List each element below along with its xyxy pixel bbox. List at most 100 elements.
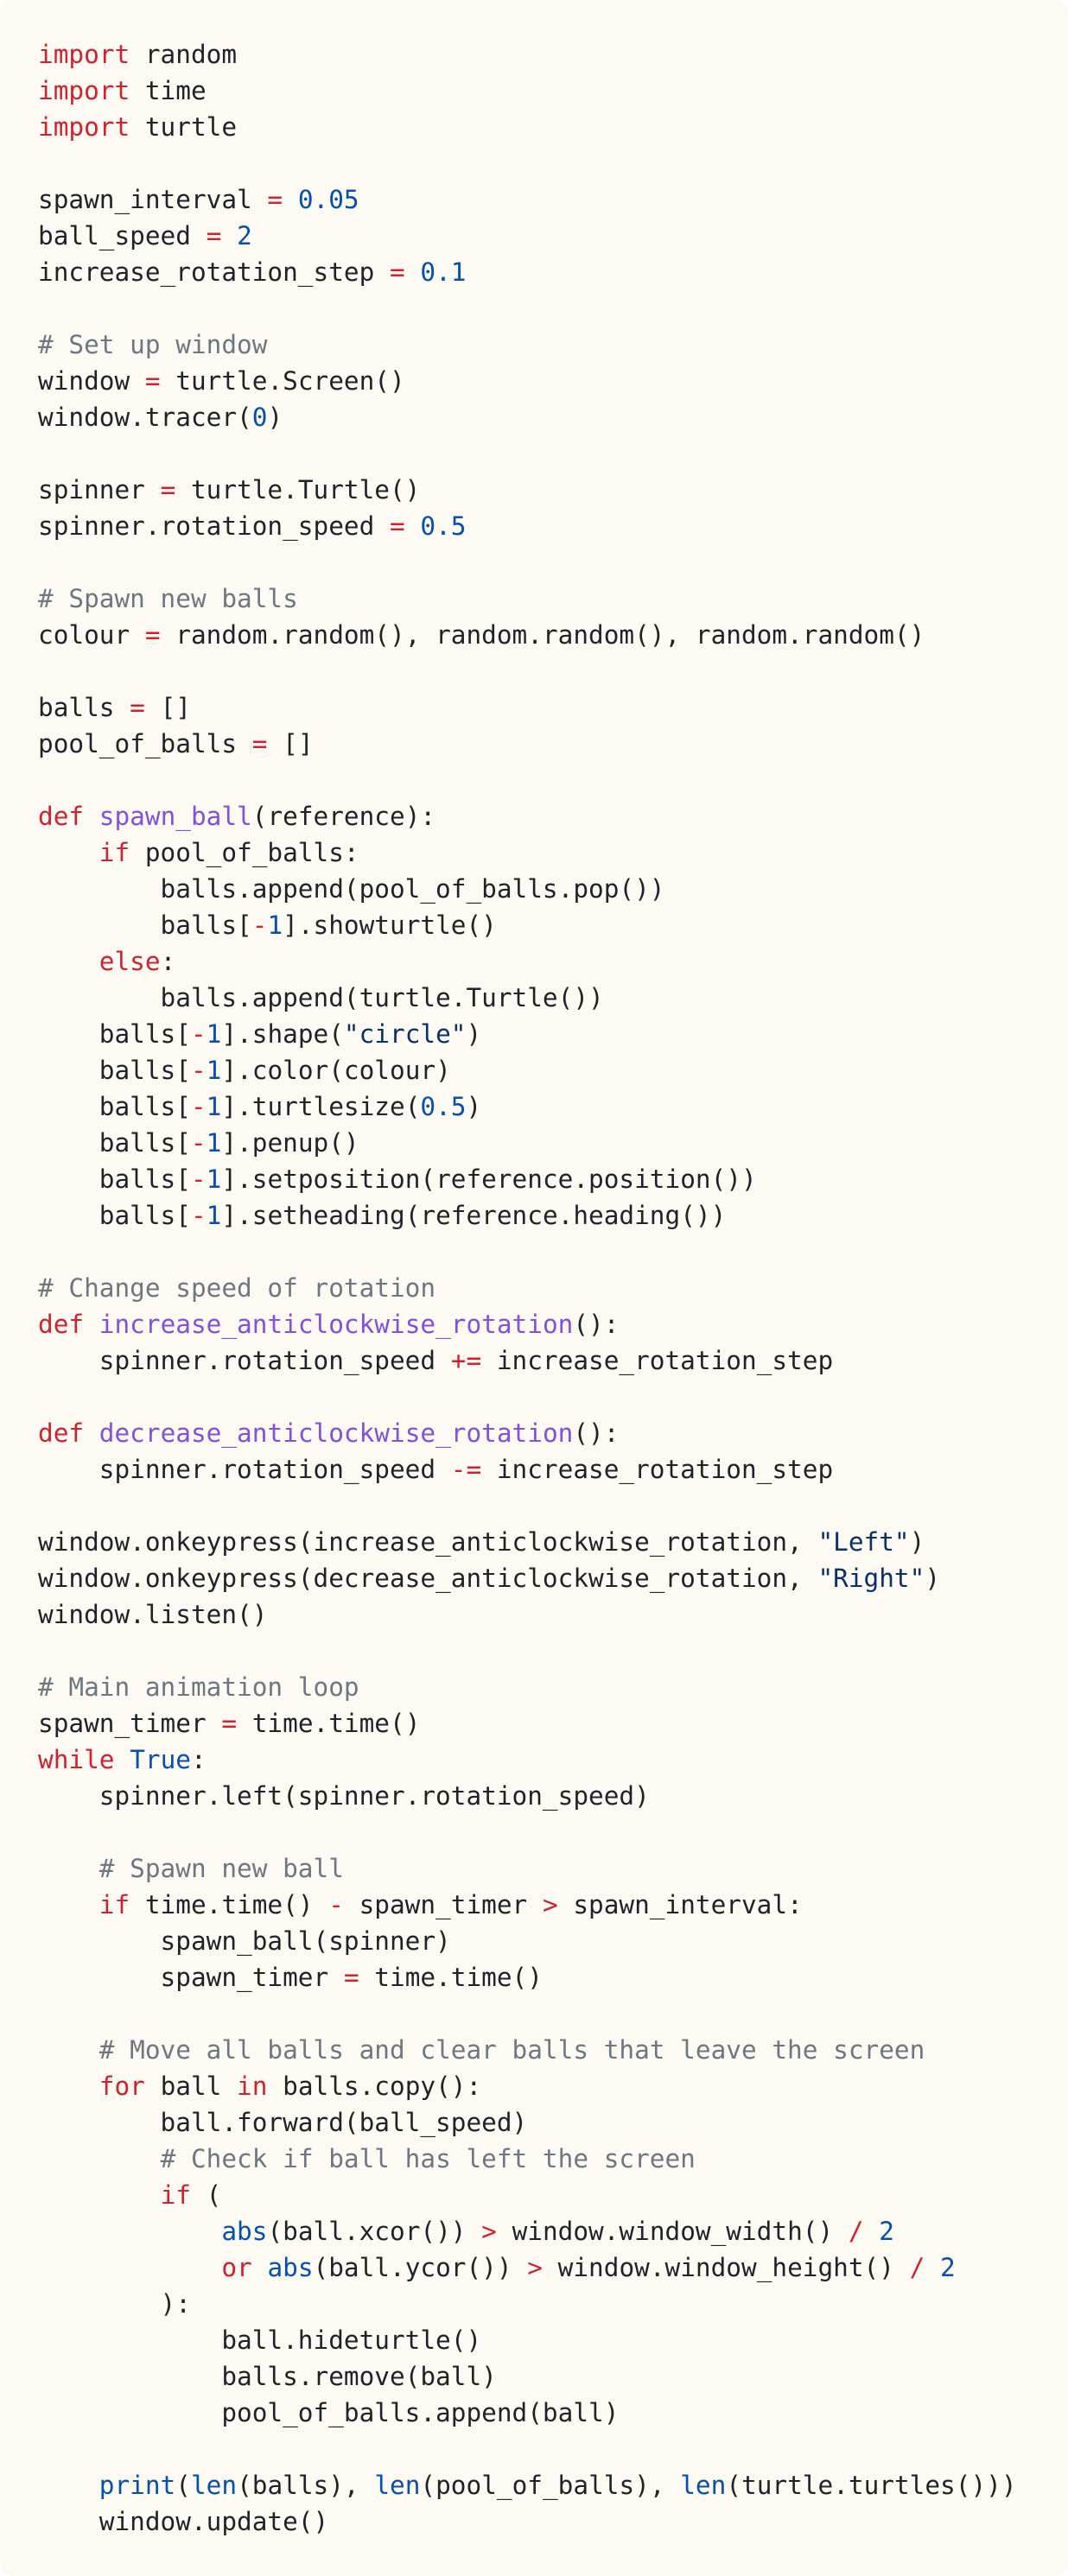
code-text: balls[: [38, 1128, 191, 1158]
comment-token: # Main animation loop: [38, 1672, 359, 1702]
code-line: abs(ball.xcor()) > window.window_width()…: [38, 2213, 1068, 2249]
operator-token: =: [144, 620, 161, 650]
code-text: [283, 185, 298, 214]
builtin-token: abs: [267, 2253, 314, 2282]
number-token: 2: [940, 2253, 956, 2282]
code-text: ball: [144, 2072, 238, 2101]
keyword-token: for: [99, 2072, 145, 2101]
code-line: window.onkeypress(decrease_anticlockwise…: [38, 1560, 1068, 1596]
code-line: def decrease_anticlockwise_rotation():: [38, 1415, 1068, 1451]
code-text: spawn_interval: [38, 185, 268, 214]
operator-token: -: [328, 1890, 344, 1919]
code-line: else:: [38, 943, 1068, 980]
operator-token: >: [527, 2253, 543, 2282]
code-text: increase_rotation_step: [481, 1346, 834, 1375]
code-line: # Spawn new ball: [38, 1850, 1068, 1887]
code-text: (: [175, 2471, 191, 2500]
code-text: pool_of_balls.append(ball): [38, 2398, 620, 2427]
operator-token: =: [144, 366, 161, 396]
operator-token: -: [190, 1201, 207, 1230]
code-text: (pool_of_balls),: [420, 2471, 681, 2500]
code-text: spinner: [38, 475, 161, 504]
code-line: balls[-1].turtlesize(0.5): [38, 1088, 1068, 1125]
code-text: spawn_timer: [38, 1709, 222, 1738]
code-line: window.onkeypress(increase_anticlockwise…: [38, 1524, 1068, 1560]
code-line: pool_of_balls.append(ball): [38, 2395, 1068, 2431]
keyword-token: or: [221, 2253, 252, 2282]
code-line: def increase_anticlockwise_rotation():: [38, 1306, 1068, 1342]
keyword-token: import: [38, 112, 130, 142]
comment-token: # Spawn new ball: [99, 1854, 344, 1883]
code-text: [252, 2253, 268, 2282]
code-text: ():: [573, 1310, 620, 1339]
code-line: def spawn_ball(reference):: [38, 798, 1068, 834]
builtin-token: abs: [221, 2217, 268, 2246]
code-text: balls[: [38, 1164, 191, 1194]
code-text: [405, 257, 421, 287]
code-line: balls[-1].penup(): [38, 1125, 1068, 1161]
code-text: (: [190, 2180, 222, 2210]
code-line: ​: [38, 653, 1068, 689]
code-text: [38, 2035, 99, 2065]
number-token: 1: [206, 1019, 222, 1049]
code-text: [38, 2253, 221, 2282]
code-text: [38, 2217, 221, 2246]
code-text: pool_of_balls: [38, 729, 252, 758]
code-line: ​: [38, 435, 1068, 472]
code-text: balls[: [38, 1056, 191, 1085]
number-token: 0: [251, 403, 268, 432]
operator-token: >: [542, 1890, 558, 1919]
code-text: ): [466, 1019, 482, 1049]
comment-token: # Change speed of rotation: [38, 1273, 436, 1303]
code-text: spawn_interval:: [557, 1890, 803, 1919]
code-line: # Change speed of rotation: [38, 1270, 1068, 1306]
number-token: 1: [206, 1164, 222, 1194]
code-text: turtle.Screen(): [160, 366, 405, 396]
code-line: balls.append(turtle.Turtle()): [38, 980, 1068, 1016]
number-token: 1: [267, 910, 283, 940]
code-text: pool_of_balls:: [130, 838, 359, 867]
code-line: ​: [38, 1488, 1068, 1524]
code-text: :: [160, 947, 176, 976]
code-line: # Check if ball has left the screen: [38, 2141, 1068, 2177]
code-line: spawn_interval = 0.05: [38, 181, 1068, 218]
code-text: [38, 2180, 161, 2210]
builtin-token: True: [130, 1745, 191, 1774]
code-text: window.onkeypress(decrease_anticlockwise…: [38, 1564, 818, 1593]
function-name-token: spawn_ball: [99, 802, 252, 831]
code-text: ].setheading(reference.heading()): [221, 1201, 727, 1230]
operator-token: -: [251, 910, 268, 940]
function-name-token: increase_anticlockwise_rotation: [99, 1310, 574, 1339]
string-token: "Left": [817, 1527, 910, 1557]
operator-token: =: [343, 1963, 359, 1992]
builtin-token: len: [680, 2471, 727, 2500]
code-line: balls[-1].shape("circle"): [38, 1016, 1068, 1052]
code-line: ​: [38, 544, 1068, 581]
code-text: ): [466, 1092, 482, 1121]
builtin-token: len: [374, 2471, 421, 2500]
code-line: spinner.rotation_speed = 0.5: [38, 508, 1068, 544]
keyword-token: def: [38, 1418, 85, 1448]
keyword-token: import: [38, 76, 130, 105]
code-line: if pool_of_balls:: [38, 834, 1068, 871]
operator-token: =: [206, 221, 222, 251]
keyword-token: if: [160, 2180, 191, 2210]
code-text: [84, 1418, 99, 1448]
code-text: turtle: [130, 112, 238, 142]
code-line: ​: [38, 1379, 1068, 1415]
number-token: 0.5: [420, 511, 467, 541]
code-line: while True:: [38, 1742, 1068, 1778]
code-text: time.time(): [359, 1963, 543, 1992]
code-text: increase_rotation_step: [481, 1455, 834, 1484]
keyword-token: if: [99, 838, 130, 867]
keyword-token: if: [99, 1890, 130, 1919]
code-line: ​: [38, 145, 1068, 181]
code-text: window.window_width(): [496, 2217, 849, 2246]
code-line: import random: [38, 36, 1068, 73]
number-token: 0.5: [420, 1092, 467, 1121]
code-text: [38, 2471, 99, 2500]
code-text: balls: [38, 693, 130, 722]
number-token: 1: [206, 1056, 222, 1085]
code-text: spinner.rotation_speed: [38, 1346, 451, 1375]
